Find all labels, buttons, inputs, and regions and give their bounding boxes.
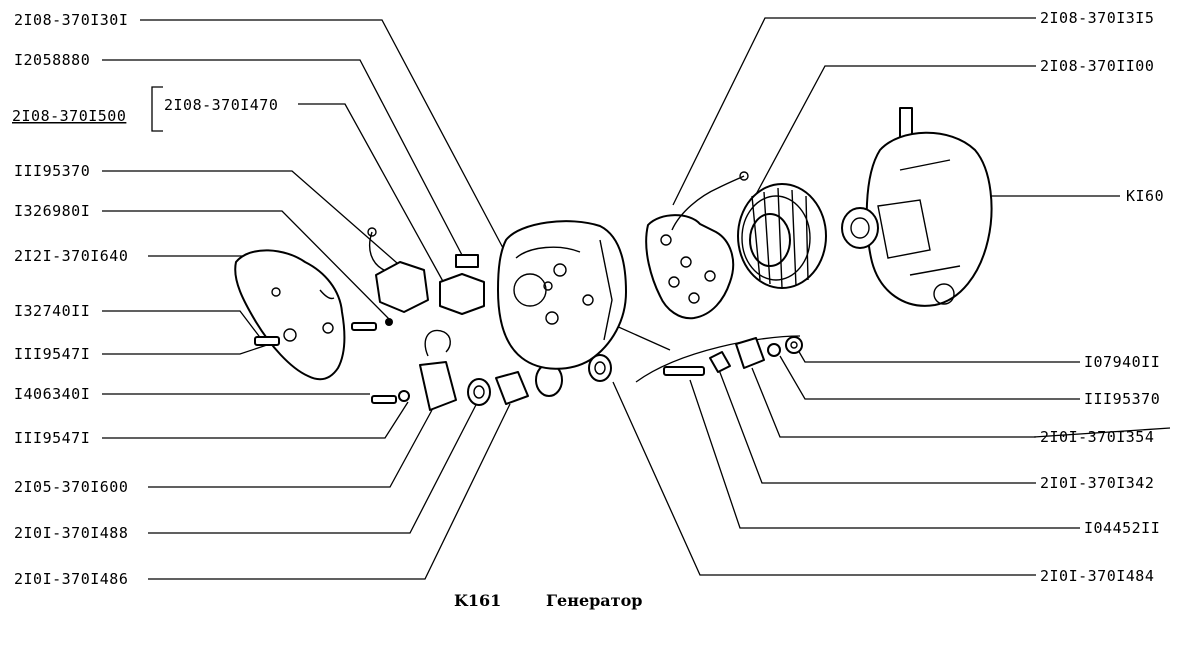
screw-part xyxy=(254,318,410,404)
rear-housing-part xyxy=(497,220,627,370)
callout-label: I04452II xyxy=(1084,519,1160,537)
callout-label: 2I08-370II00 xyxy=(1040,57,1154,75)
brush-holder-part xyxy=(367,227,485,315)
callout-label: I326980I xyxy=(14,202,90,220)
leader-lines-left xyxy=(102,19,511,580)
callout-label: III9547I xyxy=(14,345,90,363)
callout-label-assembly: 2I08-370I500 xyxy=(12,107,126,125)
callout-label: I32740II xyxy=(14,302,90,320)
stator-part xyxy=(737,183,827,289)
callout-label: I07940II xyxy=(1084,353,1160,371)
callout-label: 2I2I-370I640 xyxy=(14,247,128,265)
bushing-part xyxy=(467,354,612,406)
figure-title: Генератор xyxy=(546,591,642,610)
callout-label: KI60 xyxy=(1126,187,1164,205)
capacitor-part xyxy=(419,329,457,411)
callout-label: I2058880 xyxy=(14,51,90,69)
callout-label: 2I0I-370I342 xyxy=(1040,474,1154,492)
front-housing-part xyxy=(841,107,993,307)
callout-label: 2I0I-370I354 xyxy=(1040,428,1154,446)
callout-label: 2I0I-370I484 xyxy=(1040,567,1154,585)
callout-label: 2I0I-370I488 xyxy=(14,524,128,542)
callout-label: 2I08-370I30I xyxy=(14,11,128,29)
callout-label: 2I08-370I3I5 xyxy=(1040,9,1154,27)
figure-code: K161 xyxy=(454,591,501,610)
rectifier-part xyxy=(645,171,749,320)
callout-label: III95370 xyxy=(1084,390,1160,408)
callout-label: III95370 xyxy=(14,162,90,180)
callout-label: I406340I xyxy=(14,385,90,403)
callout-label: 2I08-370I470 xyxy=(164,96,278,114)
callout-label: 2I0I-370I486 xyxy=(14,570,128,588)
callout-label: 2I05-370I600 xyxy=(14,478,128,496)
rear-cover-part xyxy=(234,249,346,381)
callout-label: III9547I xyxy=(14,429,90,447)
bolt-and-nut-part xyxy=(635,335,803,383)
